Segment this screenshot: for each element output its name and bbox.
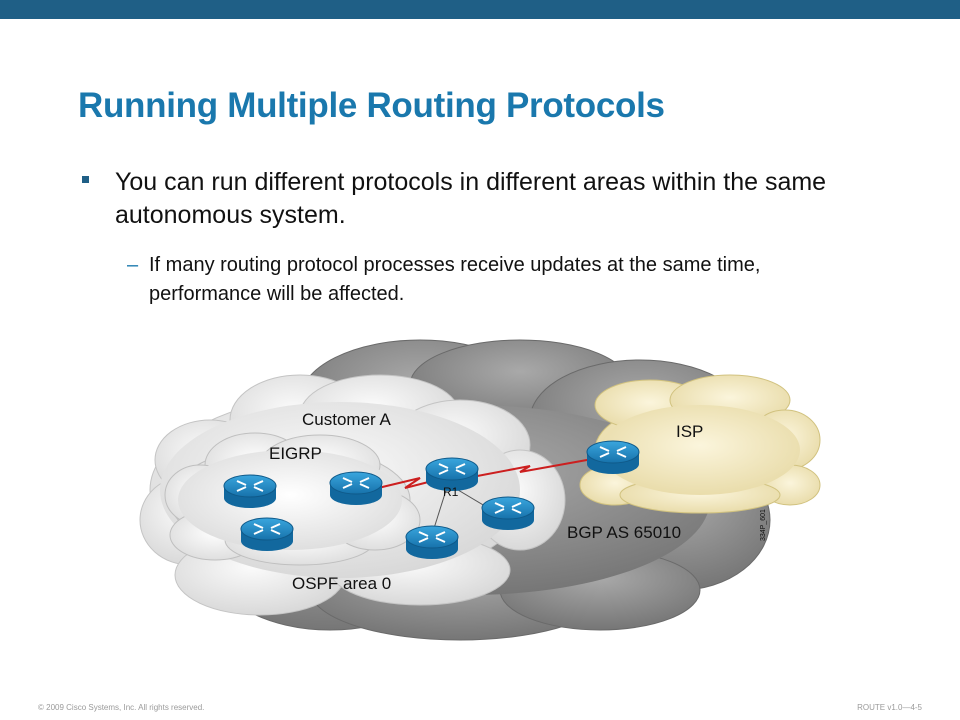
eigrp-label: EIGRP bbox=[269, 444, 322, 463]
customer-a-label: Customer A bbox=[302, 410, 391, 429]
router-icon bbox=[425, 457, 479, 491]
ospf-label: OSPF area 0 bbox=[292, 574, 391, 593]
course-page-text: ROUTE v1.0—4-5 bbox=[857, 703, 922, 712]
router-icon bbox=[240, 517, 294, 551]
sub-bullet-text: If many routing protocol processes recei… bbox=[149, 254, 761, 305]
bullet-text: You can run different protocols in diffe… bbox=[115, 168, 827, 229]
sub-bullet-item: – If many routing protocol processes rec… bbox=[127, 251, 847, 309]
serial-link bbox=[471, 457, 599, 478]
slide-title: Running Multiple Routing Protocols bbox=[78, 86, 665, 125]
header-bar bbox=[0, 0, 960, 19]
router-icon bbox=[223, 474, 277, 508]
copyright-text: © 2009 Cisco Systems, Inc. All rights re… bbox=[38, 703, 205, 712]
isp-cloud bbox=[579, 374, 821, 514]
square-bullet-icon bbox=[82, 176, 89, 183]
router-icon bbox=[405, 525, 459, 559]
router-icon bbox=[586, 440, 640, 474]
r1-label: R1 bbox=[443, 485, 459, 499]
router-icon bbox=[481, 496, 535, 530]
bgp-label: BGP AS 65010 bbox=[567, 523, 681, 542]
dash-bullet-icon: – bbox=[127, 254, 139, 276]
bullet-item: You can run different protocols in diffe… bbox=[82, 166, 902, 232]
isp-label: ISP bbox=[676, 422, 703, 441]
figure-id-label: 334P_601 bbox=[760, 509, 767, 541]
router-icon bbox=[329, 471, 383, 505]
